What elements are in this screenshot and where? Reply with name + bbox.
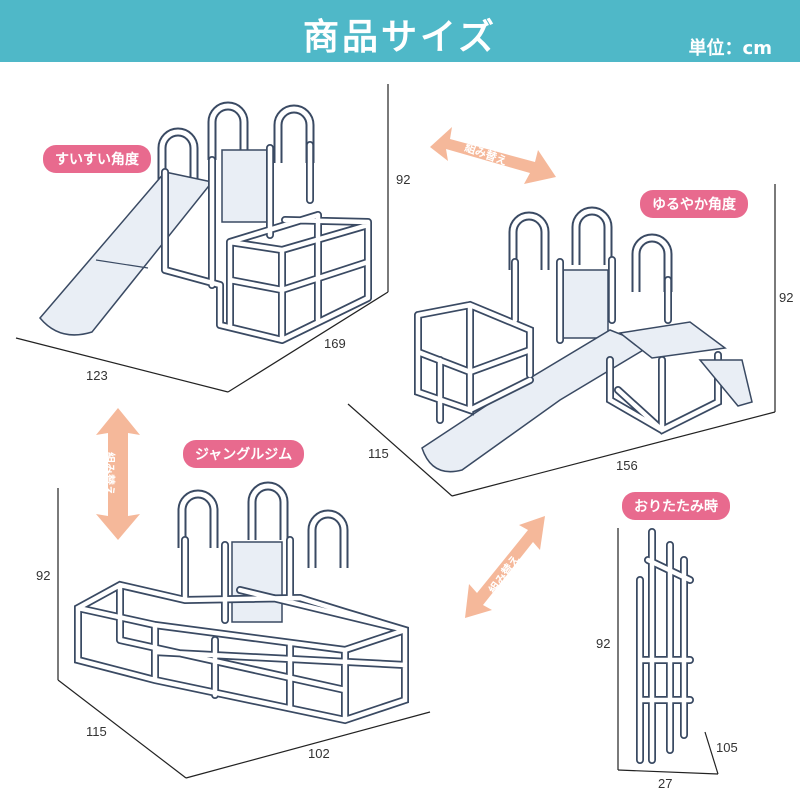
- label-jungle: ジャングルジム: [183, 440, 305, 468]
- arrow-left: [96, 408, 140, 540]
- dim-gentle-width: 156: [616, 458, 638, 473]
- dim-gentle-height: 92: [779, 290, 794, 305]
- arrow-top: [430, 127, 556, 184]
- unit-label: 単位：cm: [688, 38, 772, 59]
- jungle-gym-illustration: [57, 486, 431, 779]
- rearrange-arrows: [96, 127, 556, 618]
- dim-steep-depth: 169: [324, 336, 346, 351]
- steep-slide-illustration: [15, 84, 389, 393]
- dim-steep-width: 123: [86, 368, 108, 383]
- dim-folded-depth: 105: [716, 740, 738, 755]
- arrow-bottom: [465, 516, 545, 618]
- header-banner: 商品サイズ 単位：cm: [0, 0, 800, 62]
- arrow-left-label: 組み替え: [103, 452, 116, 496]
- dim-jungle-width: 102: [308, 746, 330, 761]
- page-title: 商品サイズ: [303, 17, 497, 58]
- label-steep: すいすい角度: [43, 145, 151, 173]
- dim-jungle-height: 92: [36, 568, 51, 583]
- dim-folded-width: 27: [658, 776, 673, 791]
- label-folded: おりたたみ時: [622, 492, 730, 520]
- gentle-slide-illustration: [347, 184, 776, 497]
- dim-steep-height: 92: [396, 172, 411, 187]
- folded-illustration: [617, 528, 719, 775]
- dim-gentle-depth: 115: [368, 446, 389, 461]
- dim-jungle-depth: 115: [86, 724, 107, 739]
- label-gentle: ゆるやか角度: [640, 190, 748, 218]
- dim-folded-height: 92: [596, 636, 611, 651]
